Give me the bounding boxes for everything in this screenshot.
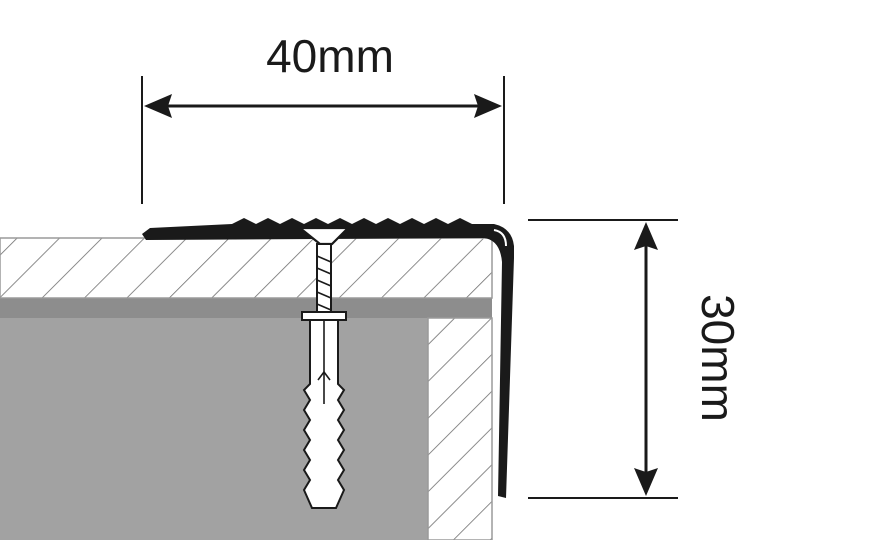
height-dimension: 30mm (528, 219, 744, 499)
width-label: 40mm (266, 30, 394, 82)
riser-board (427, 317, 493, 540)
screw (296, 226, 351, 313)
arrow-left-icon (144, 94, 172, 118)
tread-board (0, 237, 493, 299)
arrow-up-icon (634, 222, 658, 250)
nosing-profile (142, 218, 514, 498)
arrow-down-icon (634, 468, 658, 496)
substrate-block (0, 298, 428, 540)
wall-plug (301, 311, 347, 509)
height-label: 30mm (692, 294, 744, 422)
width-dimension: 40mm (141, 30, 505, 204)
arrow-right-icon (474, 94, 502, 118)
substrate-top-edge (0, 298, 492, 318)
